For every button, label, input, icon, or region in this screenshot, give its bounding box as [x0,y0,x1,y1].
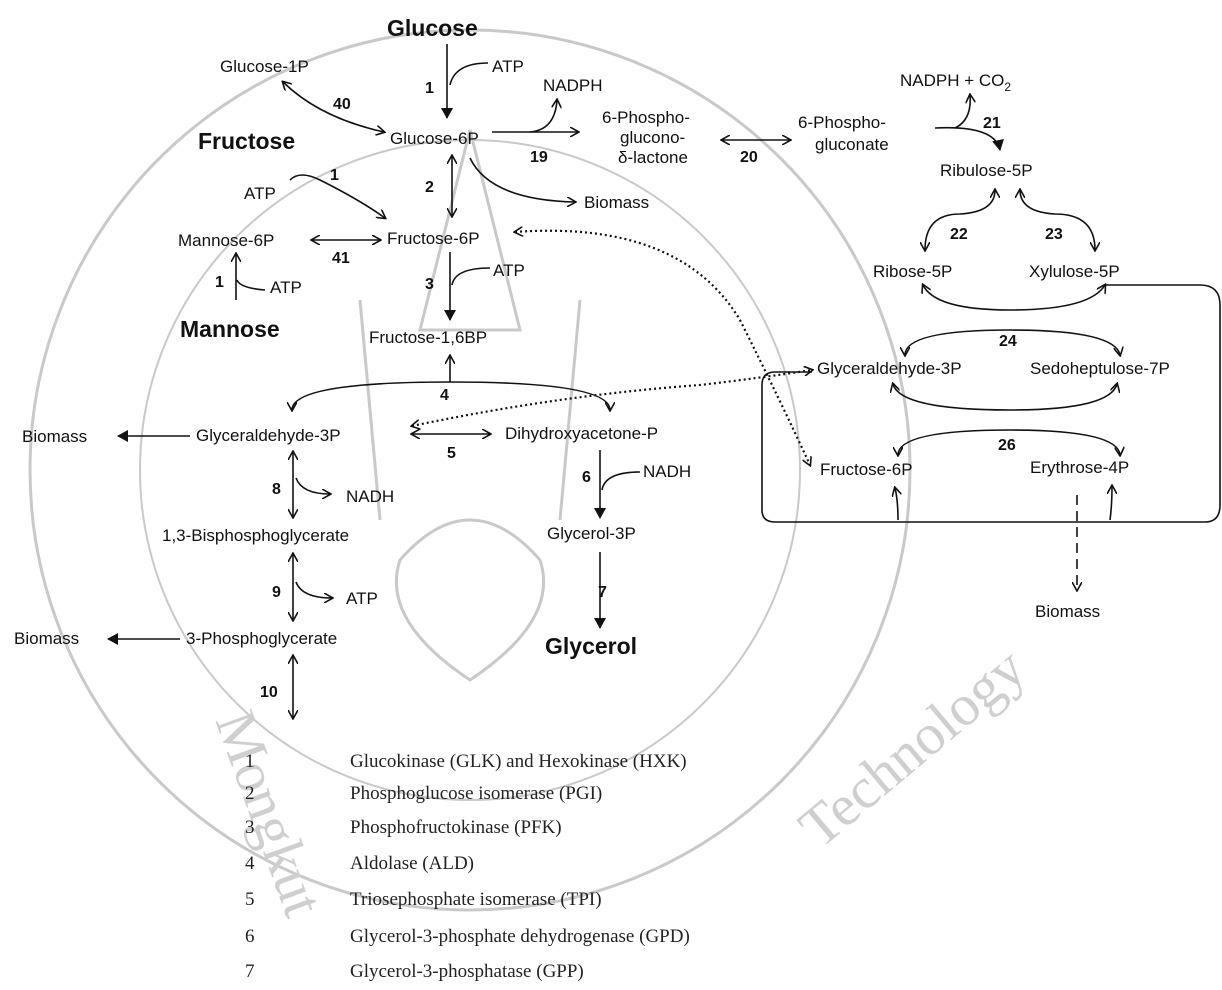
glyceraldehyde-3p-label: Glyceraldehyde-3P [196,426,341,445]
reaction-number-6: 6 [582,469,591,486]
mannose-label: Mannose [180,316,280,342]
reaction-number-26: 26 [998,437,1016,454]
nadh-gpd-label: NADH [643,462,691,481]
phosphogluconate-label-line2: gluconate [815,135,889,154]
atp-fructose-label: ATP [244,184,276,203]
legend-enzyme: Glucokinase (GLK) and Hexokinase (HXK) [350,751,687,772]
legend-item: 1 Glucokinase (GLK) and Hexokinase (HXK) [245,751,687,772]
biomass-gap-label: Biomass [22,427,87,446]
fructose-6p-label: Fructose-6P [387,229,480,248]
fructose-16bp-label: Fructose-1,6BP [369,328,487,347]
svg-text:Technology: Technology [787,635,1038,860]
nadph-label: NADPH [543,76,603,95]
reaction-number-1-fructose: 1 [330,167,339,184]
reaction-number-22: 22 [950,226,968,243]
legend-number: 6 [245,926,255,947]
reaction-number-2: 2 [425,179,434,196]
reaction-number-10: 10 [260,684,278,701]
reaction-number-1-mannose: 1 [215,274,224,291]
reaction-number-8: 8 [272,481,281,498]
nadph-co2-label: NADPH + CO2 [900,71,1011,94]
reaction-number-19: 19 [530,149,548,166]
legend-enzyme: Phosphoglucose isomerase (PGI) [350,783,602,804]
dihydroxyacetone-p-label: Dihydroxyacetone-P [505,424,658,443]
xylulose-5p-label: Xylulose-5P [1029,262,1120,281]
reaction-number-4: 4 [440,387,449,404]
biomass-3pg-label: Biomass [14,629,79,648]
legend-number: 2 [245,783,255,804]
biomass-e4p-label: Biomass [1035,602,1100,621]
reaction-number-3: 3 [425,276,434,293]
legend-enzyme: Triosephosphate isomerase (TPI) [350,889,602,910]
legend-number: 3 [245,817,255,838]
legend-number: 5 [245,889,255,910]
ribulose-5p-label: Ribulose-5P [940,161,1033,180]
reaction-number-40: 40 [333,96,351,113]
reaction-number-1-glucose: 1 [425,80,434,97]
glycerol-label: Glycerol [545,633,637,659]
legend-enzyme: Glycerol-3-phosphatase (GPP) [350,961,584,982]
bisphosphoglycerate-label: 1,3-Bisphosphoglycerate [162,526,349,545]
phosphoglycerate-label: 3-Phosphoglycerate [186,629,337,648]
fructose-label: Fructose [198,128,295,154]
glycerol-3p-label: Glycerol-3P [547,524,636,543]
atp-pfk-label: ATP [493,261,525,280]
glucose-label: Glucose [387,15,478,41]
glucose-1p-label: Glucose-1P [220,57,309,76]
legend-enzyme: Aldolase (ALD) [350,853,474,874]
glucose-6p-label: Glucose-6P [390,129,479,148]
legend-number: 7 [245,961,255,982]
legend-enzyme: Glycerol-3-phosphate dehydrogenase (GPD) [350,926,690,947]
reaction-number-5: 5 [447,445,456,462]
ribose-5p-label: Ribose-5P [873,262,952,281]
ppp-fructose-6p-label: Fructose-6P [820,460,913,479]
biomass-g6p-label: Biomass [584,193,649,212]
phosphogluconolactone-label-line2: glucono- [620,128,685,147]
reaction-number-41: 41 [332,250,350,267]
reaction-number-21: 21 [983,115,1001,132]
legend-enzyme: Phosphofructokinase (PFK) [350,817,562,838]
reaction-number-23: 23 [1045,226,1063,243]
sedoheptulose-7p-label: Sedoheptulose-7P [1030,359,1170,378]
ppp-glyceraldehyde-3p-label: Glyceraldehyde-3P [817,359,962,378]
legend-number: 4 [245,853,255,874]
legend-item: 7 Glycerol-3-phosphatase (GPP) [245,961,584,982]
atp-mannose-label: ATP [270,278,302,297]
nadh-gapdh-label: NADH [346,487,394,506]
phosphogluconate-label-line1: 6-Phospho- [798,113,886,132]
mannose-6p-label: Mannose-6P [178,231,274,250]
atp-pgk-label: ATP [346,589,378,608]
atp-glucose-label: ATP [492,57,524,76]
phosphogluconolactone-label-line1: 6-Phospho- [602,108,690,127]
reaction-number-9: 9 [272,584,281,601]
svg-text:Mongkut: Mongkut [203,702,337,924]
erythrose-4p-label: Erythrose-4P [1030,458,1129,477]
legend-item: 6 Glycerol-3-phosphate dehydrogenase (GP… [245,926,690,947]
legend-number: 1 [245,751,255,772]
phosphogluconolactone-label-line3: δ-lactone [618,148,688,167]
reaction-number-24: 24 [999,333,1017,350]
reaction-number-20: 20 [740,149,758,166]
